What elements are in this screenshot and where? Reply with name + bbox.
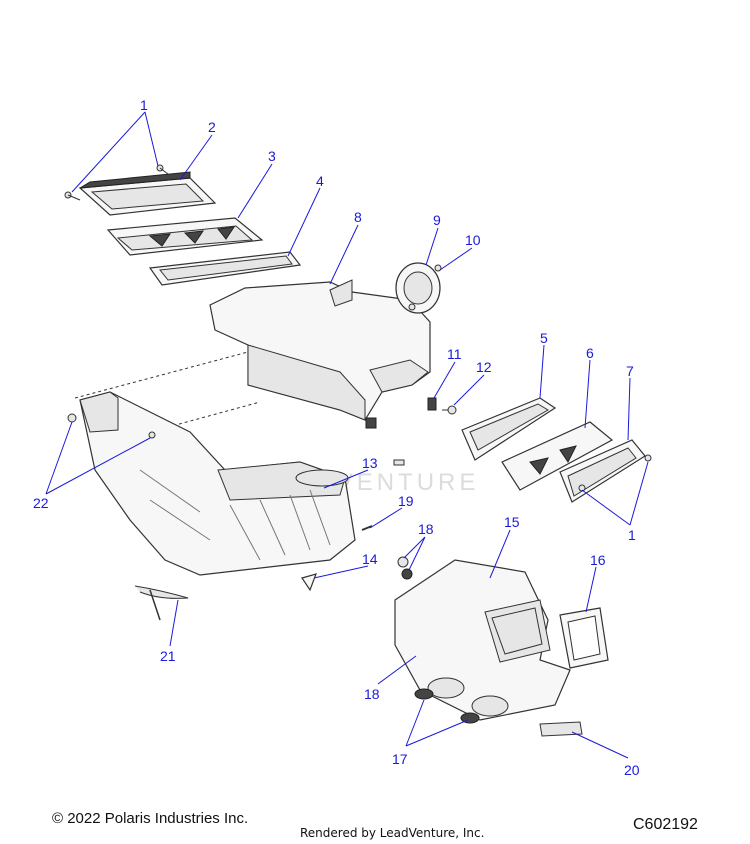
callout-11: 11 <box>447 346 462 362</box>
alignment-line <box>74 351 249 399</box>
callout-9: 9 <box>433 212 441 228</box>
part-6-element <box>501 421 614 491</box>
callout-1: 1 <box>140 97 148 113</box>
callout-10: 10 <box>465 232 481 248</box>
callout-8: 8 <box>354 209 362 225</box>
nut-icon <box>397 556 422 660</box>
callout-20: 20 <box>624 762 640 778</box>
part-21-strap <box>134 585 189 621</box>
callout-4: 4 <box>316 173 324 189</box>
callout-22: 22 <box>33 495 49 511</box>
copyright-text: © 2022 Polaris Industries Inc. <box>52 810 249 827</box>
callout-18-lower: 18 <box>364 686 380 702</box>
part-17-clamp <box>414 688 480 724</box>
part-15-airbox-base <box>394 559 571 721</box>
part-3-element <box>106 217 264 256</box>
part-20-label <box>539 721 583 737</box>
callout-18: 18 <box>418 521 434 537</box>
callout-3: 3 <box>268 148 276 164</box>
callout-19: 19 <box>398 493 414 509</box>
callout-21: 21 <box>160 648 176 664</box>
part-5-frame <box>461 397 557 461</box>
diagram-code: C602192 <box>633 816 698 833</box>
part-4-frame <box>148 251 302 286</box>
callout-1-right: 1 <box>628 527 636 543</box>
part-16-seal <box>559 607 609 669</box>
part-2-gasket <box>78 171 217 216</box>
part-7-gasket <box>559 439 652 503</box>
callout-12: 12 <box>476 359 492 375</box>
callout-14: 14 <box>362 551 378 567</box>
part-14-clip <box>301 573 317 592</box>
callout-17: 17 <box>392 751 408 767</box>
part-13-airbox-lower <box>79 391 356 576</box>
callout-7: 7 <box>626 363 634 379</box>
screw-icon <box>361 525 373 531</box>
screw-icon <box>64 164 169 201</box>
callout-2: 2 <box>208 119 216 135</box>
part-9-cap <box>395 262 442 314</box>
part-8-airbox-cover <box>209 279 431 421</box>
rendered-by-text: Rendered by LeadVenture, Inc. <box>300 826 485 840</box>
callout-13: 13 <box>362 455 378 471</box>
callout-16: 16 <box>590 552 606 568</box>
callout-5: 5 <box>540 330 548 346</box>
fastener-icon <box>365 397 457 466</box>
callout-6: 6 <box>586 345 594 361</box>
callout-15: 15 <box>504 514 520 530</box>
leader-lines <box>45 111 649 759</box>
